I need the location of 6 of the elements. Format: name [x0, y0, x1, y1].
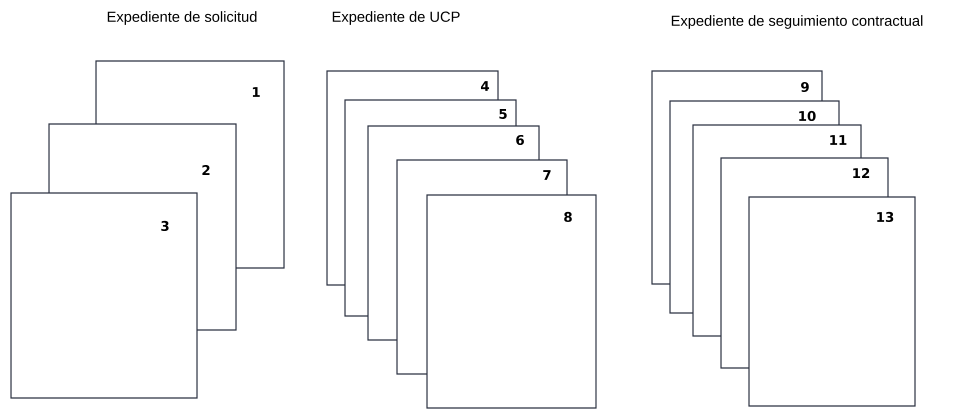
page-sheet: 8: [426, 194, 597, 409]
page-sheet: 13: [748, 196, 916, 407]
group-heading: Expediente de seguimiento contractual: [672, 15, 922, 29]
group-heading: Expediente de UCP: [332, 11, 460, 25]
group-heading: Expediente de solicitud: [108, 11, 256, 25]
page-sheet: 3: [10, 192, 198, 399]
